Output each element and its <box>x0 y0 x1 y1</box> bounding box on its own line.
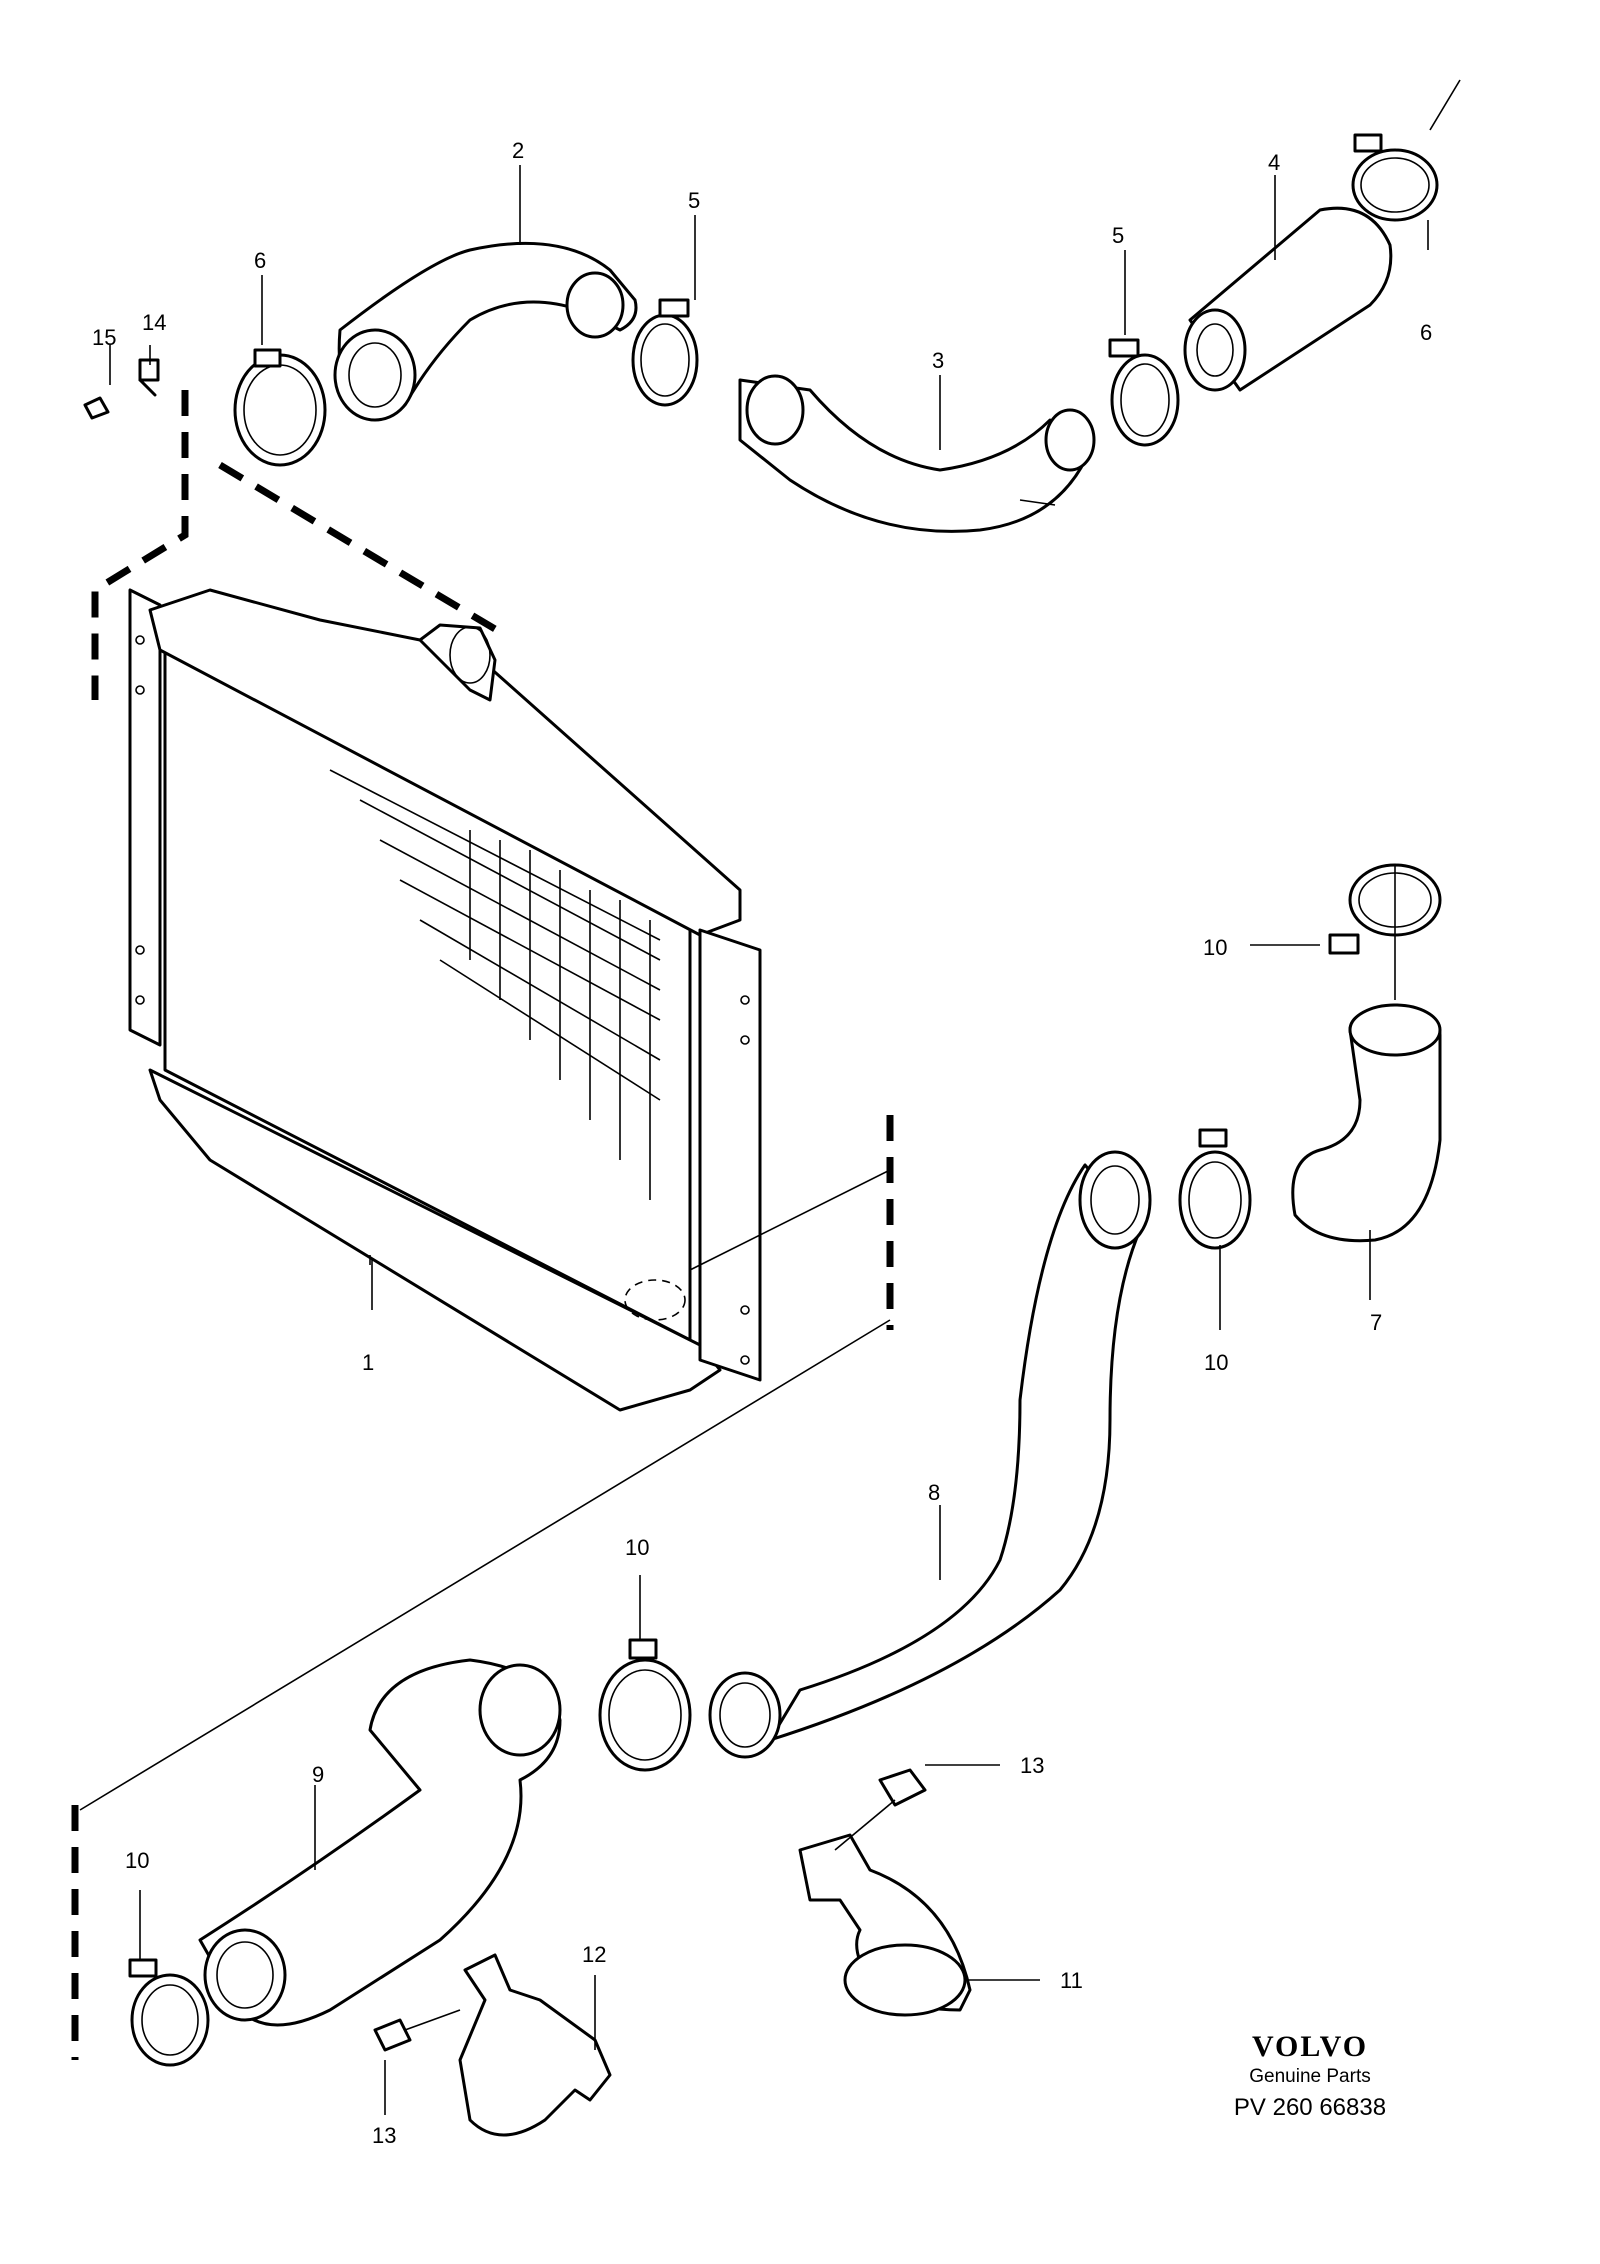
callout-12: 12 <box>582 1942 606 1967</box>
callout-14: 14 <box>142 310 166 335</box>
callout-6a: 6 <box>254 248 266 273</box>
callout-9: 9 <box>312 1762 324 1787</box>
hose-9 <box>128 1638 692 2067</box>
hose-2 <box>333 241 638 422</box>
diagram-code: PV 260 66838 <box>1233 2094 1387 2121</box>
clamps-top <box>233 133 1439 467</box>
brackets <box>83 358 972 2137</box>
callout-11: 11 <box>1060 1968 1083 1993</box>
callout-13a: 13 <box>1020 1753 1044 1778</box>
callout-8: 8 <box>928 1480 940 1505</box>
callout-3: 3 <box>932 348 944 373</box>
callout-10b: 10 <box>1204 1350 1228 1375</box>
hose-7 <box>1178 863 1442 1250</box>
hose-4 <box>1183 206 1393 392</box>
callout-10d: 10 <box>125 1848 149 1873</box>
callout-1: 1 <box>362 1350 374 1375</box>
callout-4: 4 <box>1268 150 1280 175</box>
callout-13b: 13 <box>372 2123 396 2148</box>
callout-7: 7 <box>1370 1310 1382 1335</box>
brand-subtitle: Genuine Parts <box>1249 2066 1371 2087</box>
callout-10c: 10 <box>625 1535 649 1560</box>
callout-5b: 5 <box>1112 223 1124 248</box>
brand-block: VOLVO Genuine Parts PV 260 66838 <box>1200 2030 1420 2122</box>
callouts: 1 2 3 4 5 5 6 6 7 8 9 10 10 10 10 11 12 … <box>92 138 1432 2148</box>
pipe-3 <box>738 374 1096 533</box>
intercooler <box>128 588 762 1412</box>
callout-10a: 10 <box>1203 935 1227 960</box>
assembly-lines <box>71 390 894 2060</box>
callout-5a: 5 <box>688 188 700 213</box>
callout-2: 2 <box>512 138 524 163</box>
pipe-8 <box>708 1150 1152 1759</box>
callout-6b: 6 <box>1420 320 1432 345</box>
volvo-logo: VOLVO <box>1251 2030 1369 2063</box>
callout-15: 15 <box>92 325 116 350</box>
leader-lines <box>109 79 1461 2115</box>
